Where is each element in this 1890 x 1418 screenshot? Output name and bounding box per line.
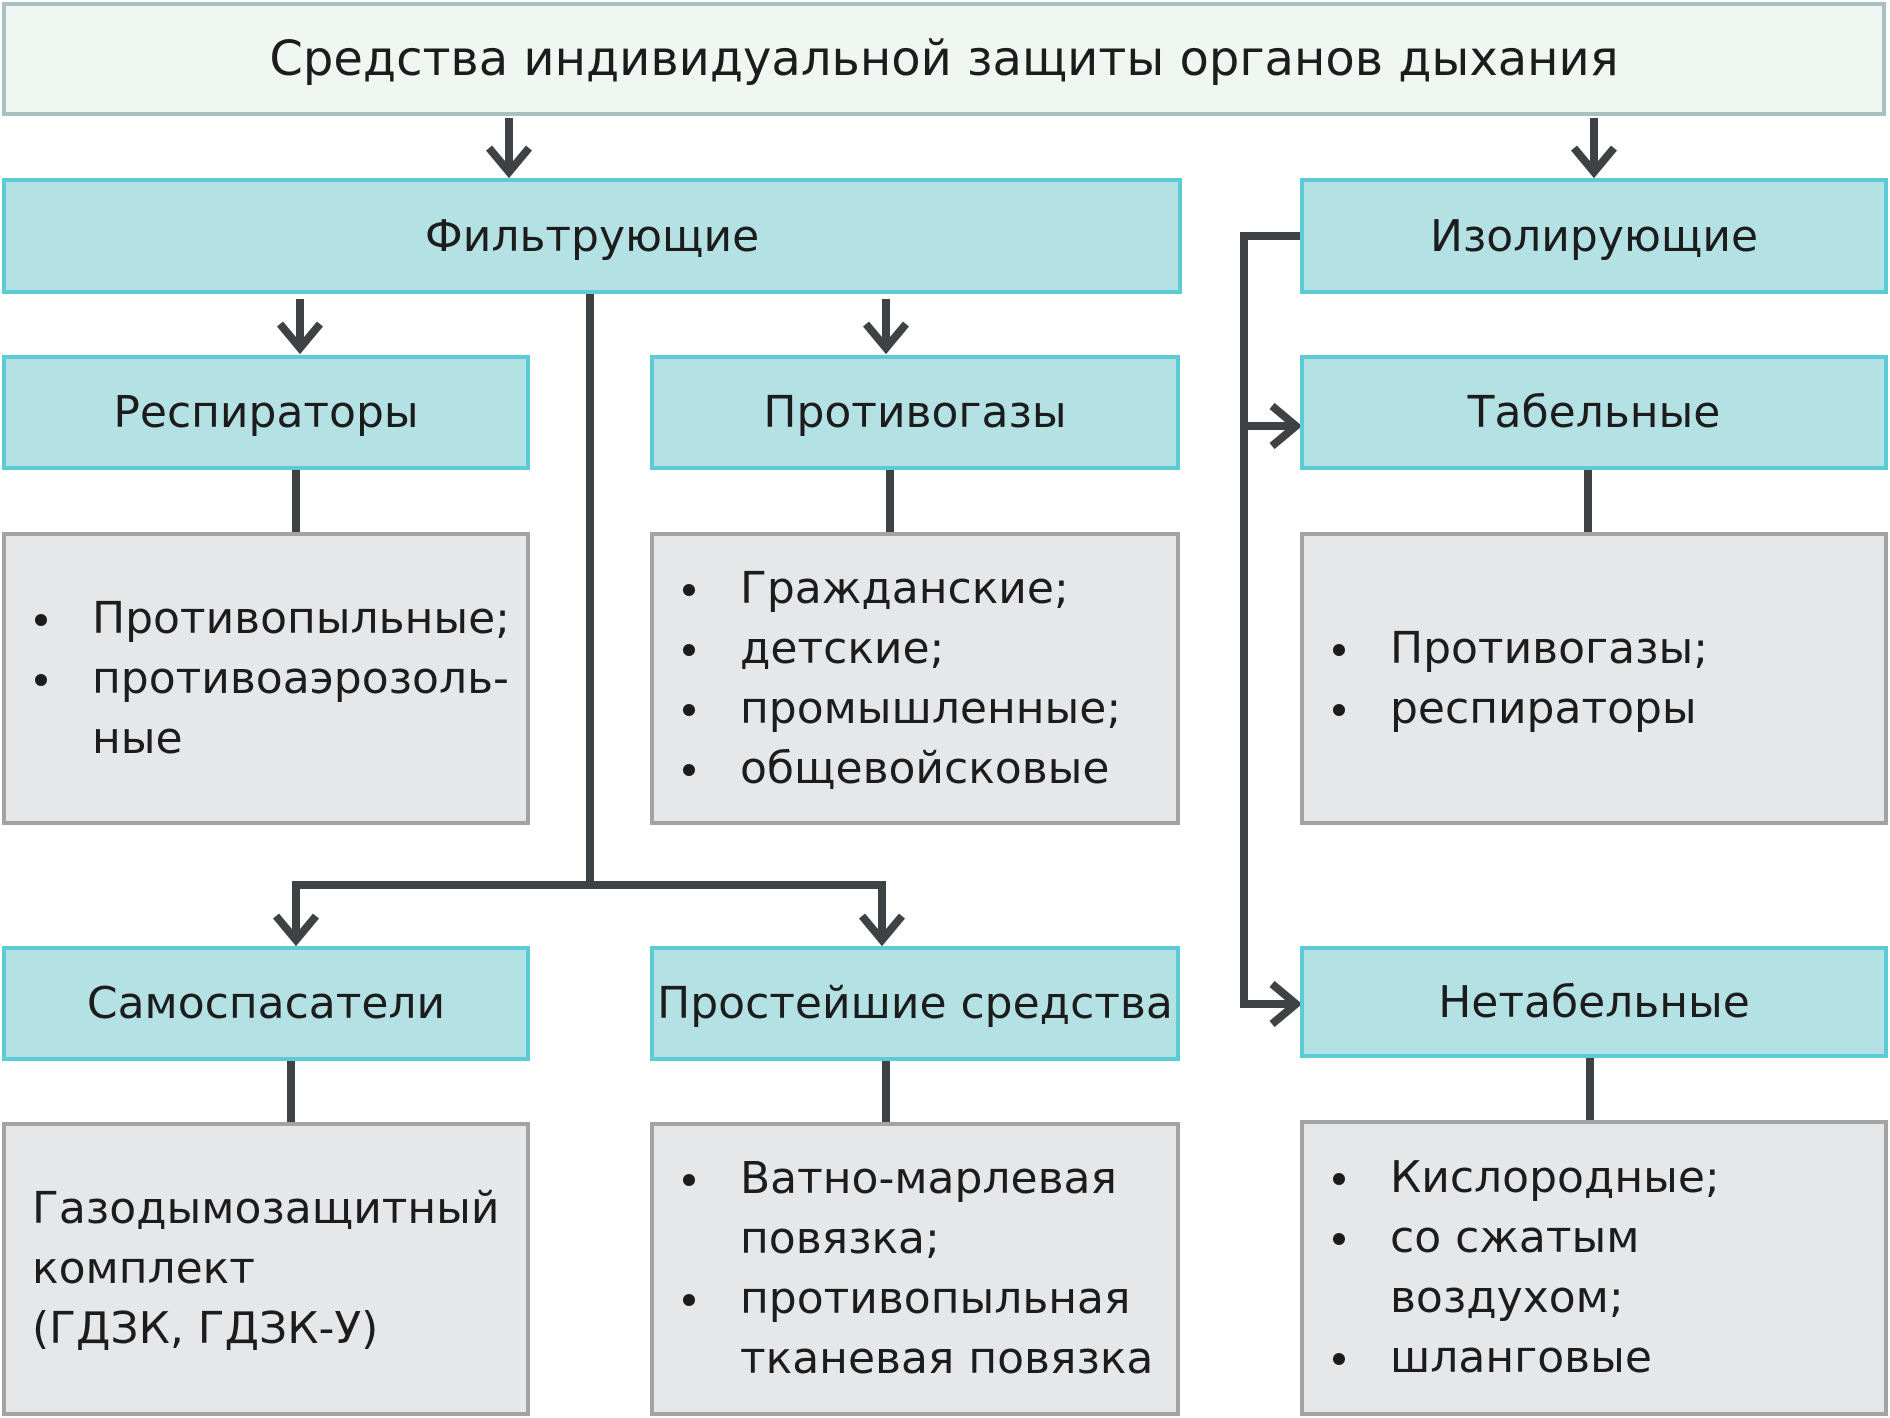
list-item: промышленные; [680, 679, 1121, 739]
list-item: детские; [680, 619, 1121, 679]
respirators-title: Респираторы [113, 387, 419, 438]
respirators-list: Противопыльные; противоаэрозоль- ные [32, 589, 510, 769]
non-standard-title: Нетабельные [1438, 976, 1750, 1028]
non-standard-list-box: Кислородные; со сжатым воздухом; шлангов… [1300, 1120, 1888, 1416]
arrowhead-non-standard [1269, 980, 1303, 1028]
simple-means-title: Простейшие средства [657, 978, 1173, 1029]
arrowhead-isolating [1570, 145, 1618, 179]
arrowhead-respirators [276, 321, 324, 355]
gas-masks-list: Гражданские; детские; промышленные; обще… [680, 559, 1121, 799]
respirators-list-box: Противопыльные; противоаэрозоль- ные [2, 532, 530, 825]
root-title: Средства индивидуальной защиты органов д… [269, 31, 1619, 87]
filtering-box: Фильтрующие [2, 178, 1182, 294]
standard-title: Табельные [1467, 387, 1721, 438]
list-item: противоаэрозоль- ные [32, 649, 510, 769]
list-item: Противопыльные; [32, 589, 510, 649]
list-item: шланговые [1330, 1328, 1884, 1388]
self-rescuers-title: Самоспасатели [86, 978, 446, 1029]
simple-means-list: Ватно-марлевая повязка; противопыльная т… [680, 1149, 1153, 1389]
arrowhead-self-rescuers [272, 913, 320, 947]
list-item: противопыльная тканевая повязка [680, 1269, 1153, 1389]
simple-means-box: Простейшие средства [650, 946, 1180, 1061]
non-standard-box: Нетабельные [1300, 946, 1888, 1058]
arrowhead-standard [1269, 402, 1303, 450]
gas-masks-list-box: Гражданские; детские; промышленные; обще… [650, 532, 1180, 825]
gas-masks-title: Противогазы [763, 387, 1067, 438]
list-item: общевойсковые [680, 739, 1121, 799]
arrowhead-gas-masks [862, 321, 910, 355]
list-item: Гражданские; [680, 559, 1121, 619]
list-item: Кислородные; [1330, 1148, 1884, 1208]
arrowhead-filtering [485, 145, 533, 179]
isolating-title: Изолирующие [1429, 210, 1759, 262]
gas-masks-box: Противогазы [650, 355, 1180, 470]
isolating-box: Изолирующие [1300, 178, 1888, 294]
list-item: Ватно-марлевая повязка; [680, 1149, 1153, 1269]
list-item: респираторы [1330, 679, 1708, 739]
list-item: Противогазы; [1330, 619, 1708, 679]
isolating-bracket-line [1240, 232, 1300, 1008]
arrowhead-simple-means [858, 913, 906, 947]
standard-list-box: Противогазы; респираторы [1300, 532, 1888, 825]
standard-box: Табельные [1300, 355, 1888, 470]
standard-list: Противогазы; респираторы [1330, 619, 1708, 739]
non-standard-list: Кислородные; со сжатым воздухом; шлангов… [1330, 1148, 1884, 1388]
list-item: со сжатым воздухом; [1330, 1208, 1884, 1328]
self-rescuers-box: Самоспасатели [2, 946, 530, 1061]
respirators-box: Респираторы [2, 355, 530, 470]
simple-means-list-box: Ватно-марлевая повязка; противопыльная т… [650, 1122, 1180, 1416]
root-title-box: Средства индивидуальной защиты органов д… [2, 2, 1886, 116]
filtering-title: Фильтрующие [424, 210, 760, 262]
self-rescuers-text: Газодымозащитный комплект (ГДЗК, ГДЗК-У) [32, 1183, 500, 1354]
self-rescuers-text-box: Газодымозащитный комплект (ГДЗК, ГДЗК-У) [2, 1122, 530, 1416]
